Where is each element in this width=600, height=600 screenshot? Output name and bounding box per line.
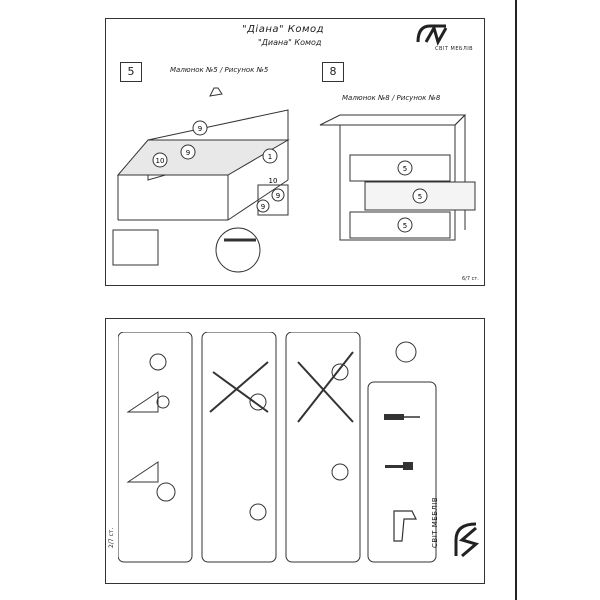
- step-number-left: 5: [120, 62, 142, 82]
- part-label: 10: [269, 177, 278, 185]
- brand-name-bottom: СВІТ МЕБЛІВ: [431, 496, 439, 548]
- part-label: 10: [156, 157, 165, 165]
- drawer-label: 5: [403, 222, 407, 230]
- document-title: "Діана" Комод: [242, 24, 325, 35]
- drawer-label: 5: [403, 165, 407, 173]
- binding-line: [515, 0, 517, 600]
- hammer-icon: [385, 462, 413, 470]
- drawer-assembly-drawing: 9 9 10 1 10 9 9: [112, 109, 290, 273]
- part-label: 9: [198, 125, 202, 133]
- figure-caption-left: Малюнок №5 / Рисунок №5: [170, 66, 269, 74]
- step-number-right: 8: [322, 62, 344, 82]
- drawer-label: 5: [418, 193, 422, 201]
- screwdriver-icon: [384, 414, 420, 420]
- logo-icon: [454, 522, 480, 558]
- instruction-page-bottom: [105, 318, 485, 584]
- part-label: 1: [268, 153, 272, 161]
- part-label: 9: [261, 203, 265, 211]
- figure-caption-right: Малюнок №8 / Рисунок №8: [342, 94, 441, 102]
- page-number-top: 6/7 ст.: [462, 276, 479, 282]
- safety-pictograms: [118, 332, 437, 563]
- brand-name: СВІТ МЕБЛІВ: [435, 46, 474, 52]
- part-label: 9: [186, 149, 190, 157]
- part-label: 9: [276, 192, 280, 200]
- drill-icon: [393, 510, 417, 542]
- page-number-bottom: 2/7 ст.: [108, 527, 115, 548]
- logo-icon: [416, 24, 448, 46]
- document-subtitle: "Диана" Комод: [258, 38, 322, 47]
- hand-icon: [209, 87, 223, 97]
- dresser-drawing: 5 5 5: [319, 114, 476, 241]
